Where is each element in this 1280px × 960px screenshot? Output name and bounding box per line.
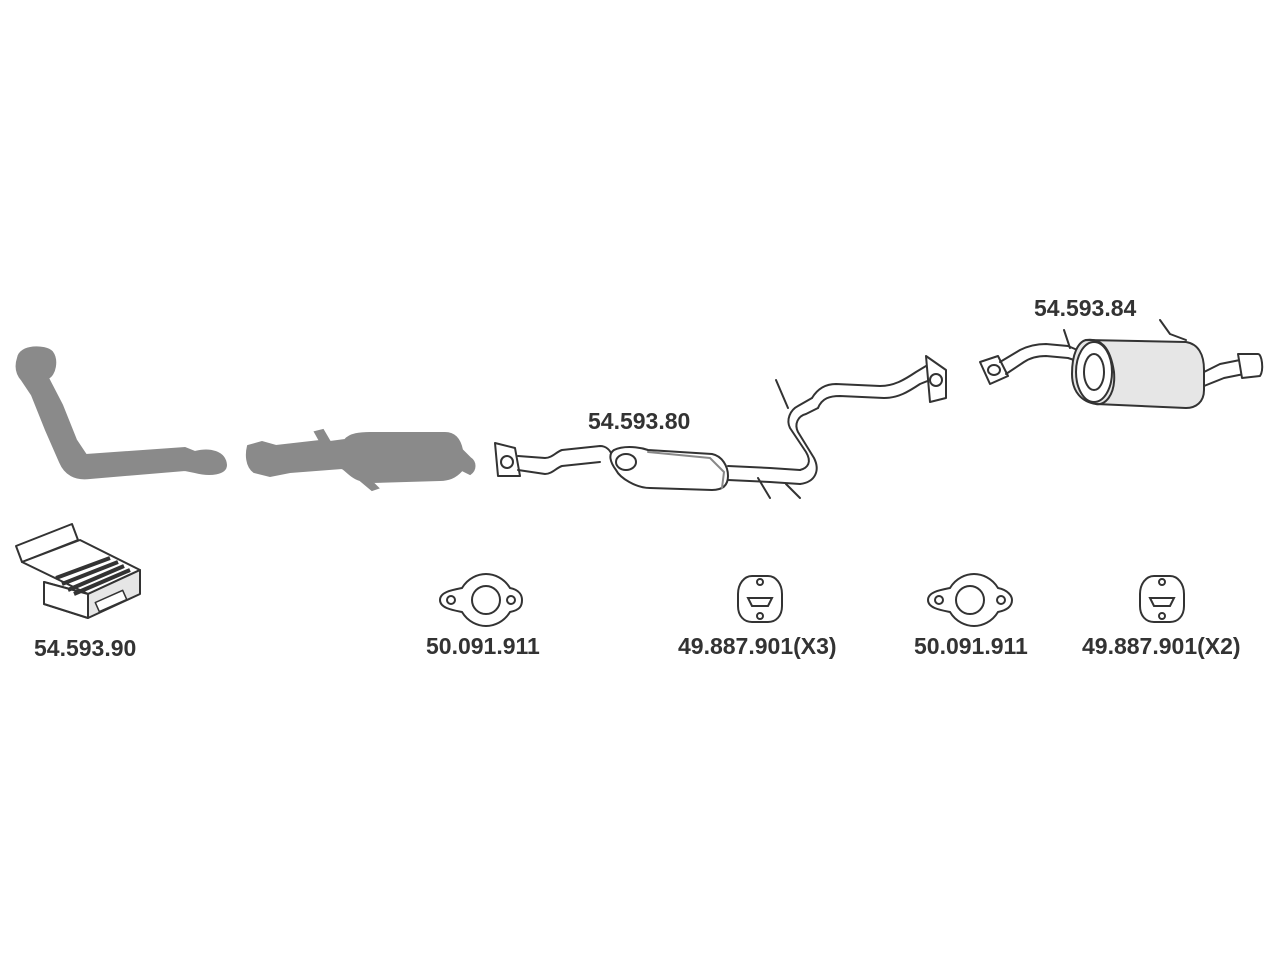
rubber-mount-1-label: 49.887.901(X3): [678, 633, 837, 659]
mounting-kit-illustration: [15, 523, 141, 619]
mounting-kit-label: 54.593.90: [34, 635, 136, 661]
catalyst-illustration: [245, 428, 476, 492]
rubber-mount-1-illustration: [737, 575, 783, 623]
rear-muffler-label: 54.593.84: [1034, 295, 1137, 321]
center-muffler-label: 54.593.80: [588, 408, 690, 434]
gasket-1-illustration: [438, 572, 524, 628]
center-muffler-illustration: [494, 355, 947, 499]
rubber-mount-2-label: 49.887.901(X2): [1082, 633, 1241, 659]
gasket-2-illustration: [926, 572, 1014, 628]
rear-muffler-illustration: [979, 319, 1264, 409]
gasket-2-label: 50.091.911: [914, 633, 1028, 659]
rubber-mount-2-illustration: [1139, 575, 1185, 623]
gasket-1-label: 50.091.911: [426, 633, 540, 659]
front-pipe-illustration: [15, 346, 228, 480]
